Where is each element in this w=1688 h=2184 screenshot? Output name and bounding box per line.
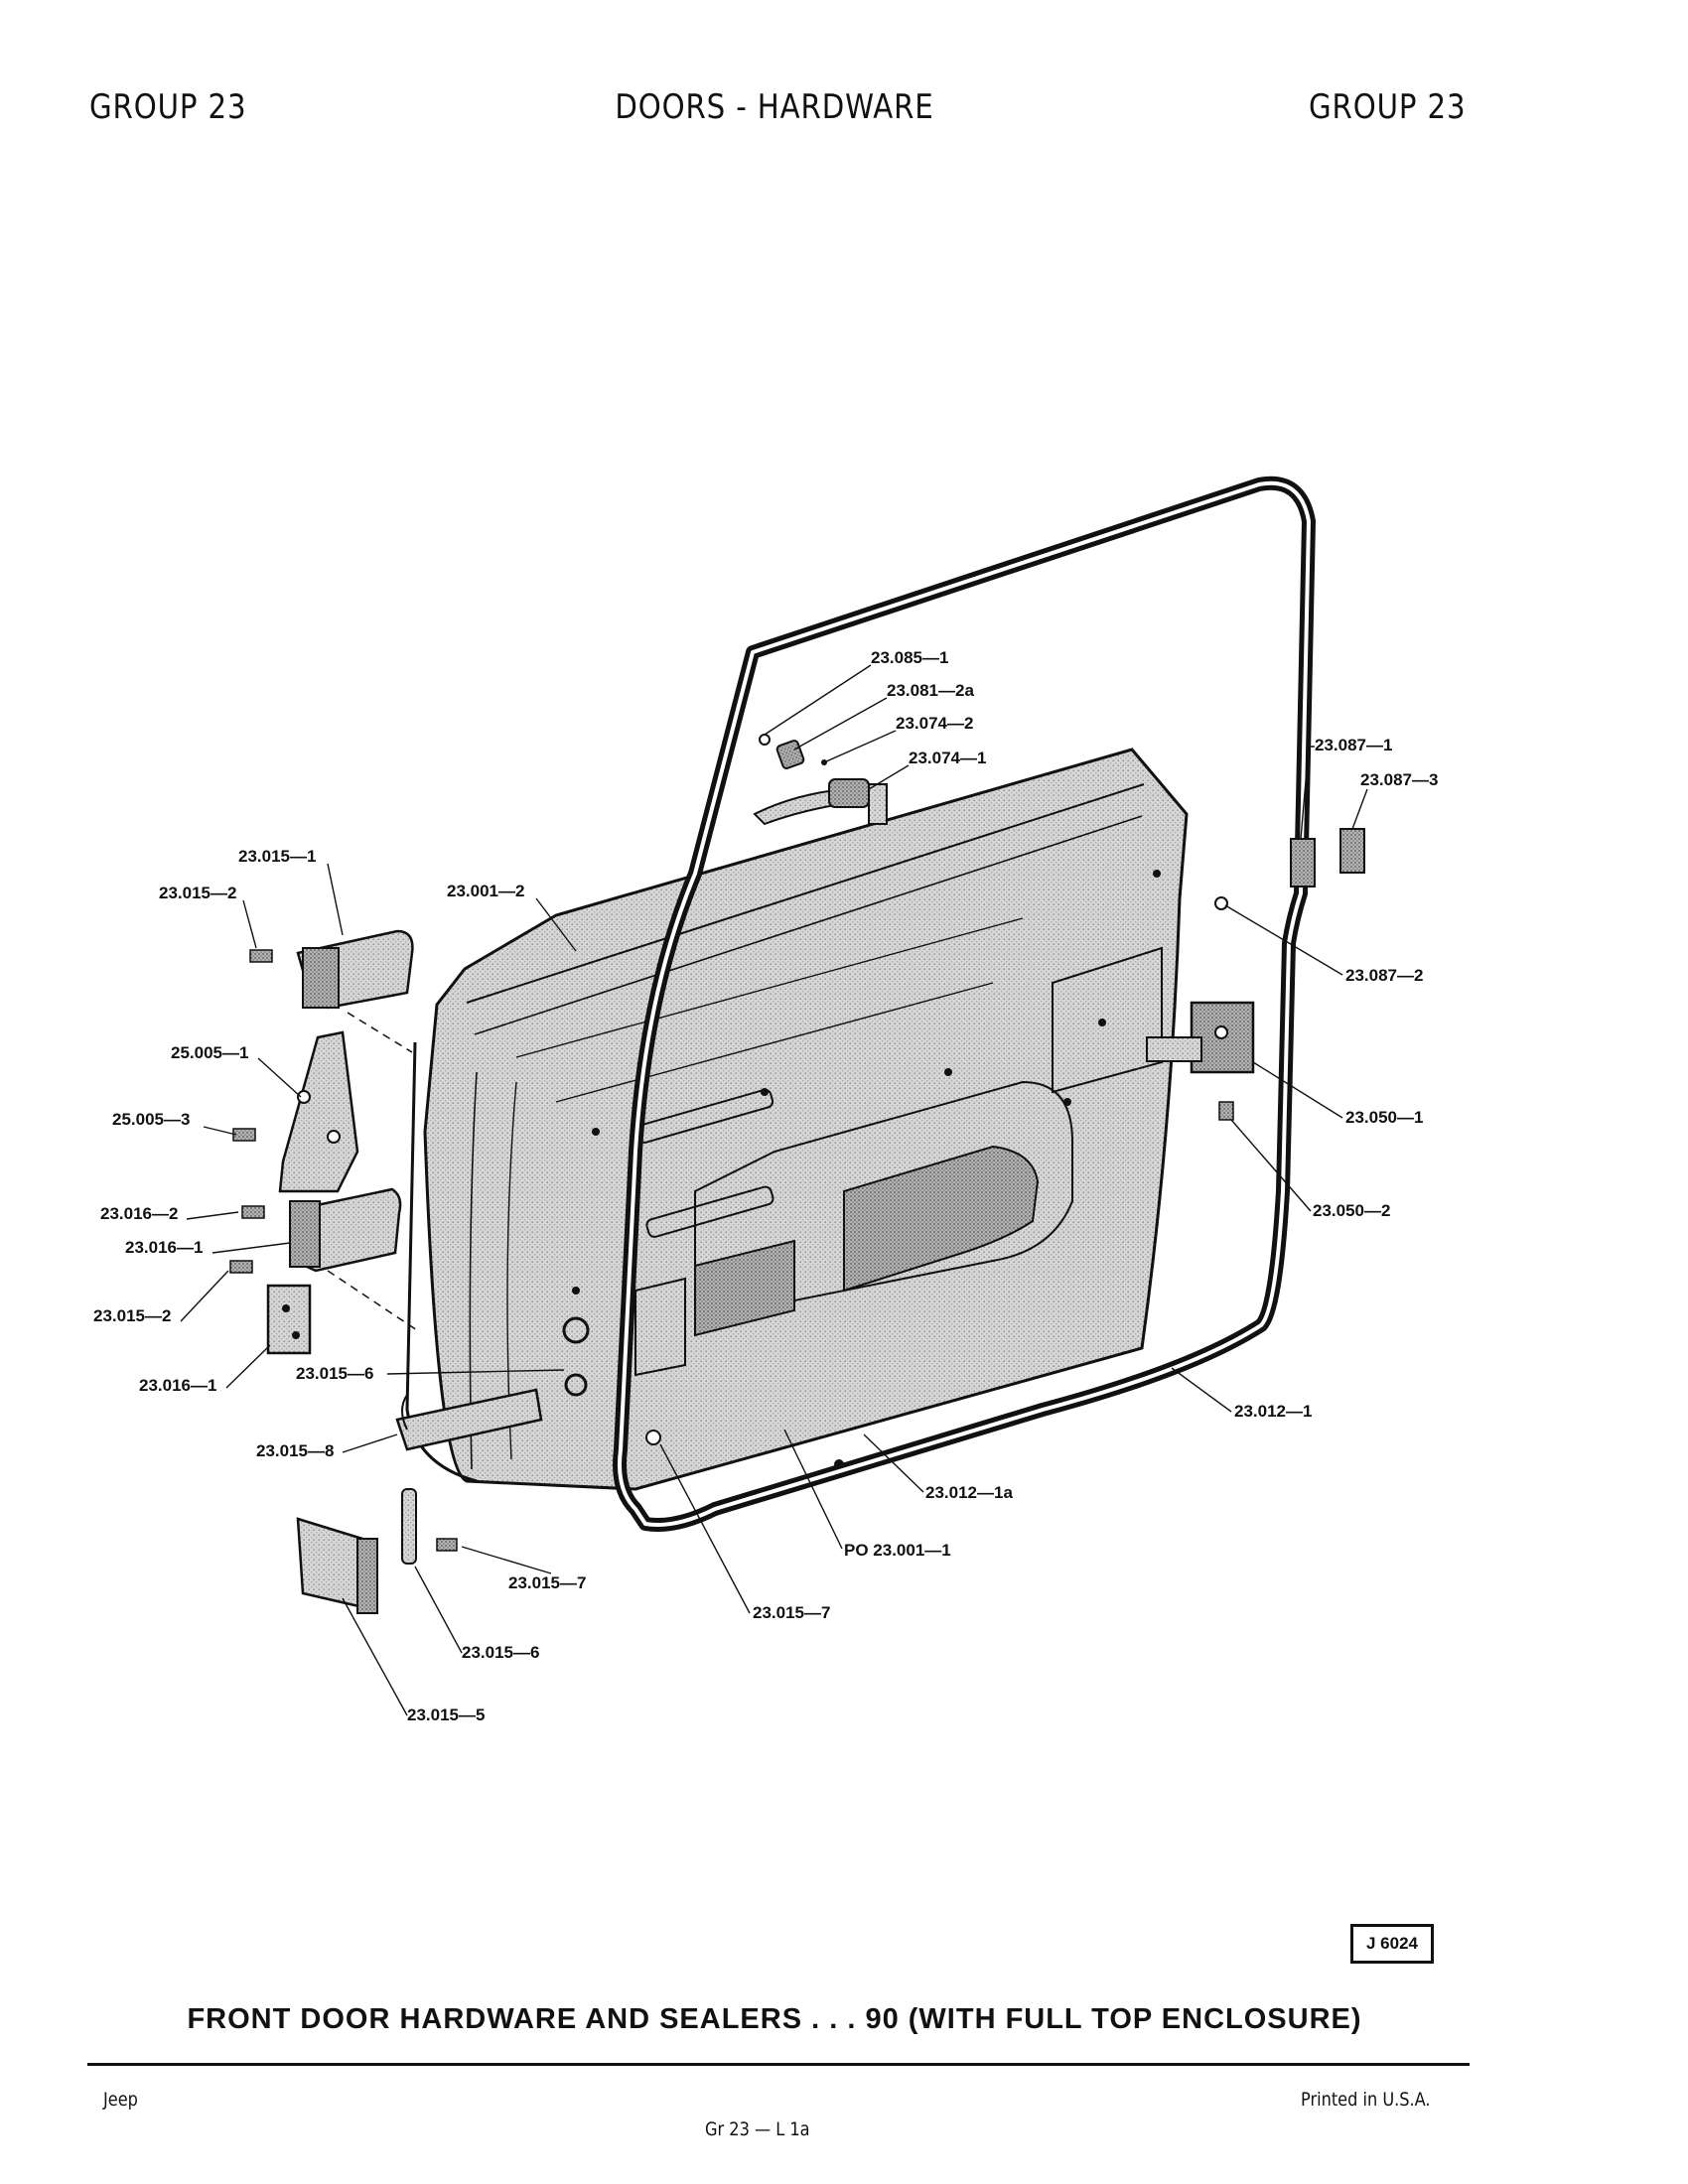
door-check-strap xyxy=(296,1316,661,1614)
callout-labels: 23.085—1 23.081—2a 23.074—2 23.074—1 23.… xyxy=(93,648,1438,1724)
callout-label: 23.016—2 xyxy=(100,1204,178,1223)
callout-label: 23.015—6 xyxy=(462,1643,539,1662)
callout-label: 23.012—1a xyxy=(925,1483,1013,1502)
callout-label: 23.085—1 xyxy=(871,648,948,667)
footer-page-number: Gr 23 — L 1a xyxy=(705,2118,810,2140)
callout-label: 23.001—2 xyxy=(447,882,524,900)
callout-label: 23.016—1 xyxy=(139,1376,216,1395)
callout-label: 23.015—2 xyxy=(159,884,236,902)
callout-label: 23.081—2a xyxy=(887,681,974,700)
figure-caption: FRONT DOOR HARDWARE AND SEALERS . . . 90… xyxy=(187,2003,1362,2035)
callout-label: 23.050—2 xyxy=(1313,1201,1390,1220)
vent-latch-handle xyxy=(753,734,888,826)
callout-label: 23.016—1 xyxy=(125,1238,203,1257)
hinge-assembly xyxy=(229,929,418,1355)
callout-label: 23.087—2 xyxy=(1345,966,1423,985)
header-title: DOORS - HARDWARE xyxy=(615,87,934,127)
footer-brand: Jeep xyxy=(103,2089,138,2111)
callout-label: 23.087—1 xyxy=(1315,736,1392,754)
callout-label: 23.015—2 xyxy=(93,1306,171,1325)
callout-label: PO 23.001—1 xyxy=(844,1541,951,1560)
header-group-left: GROUP 23 xyxy=(89,87,247,127)
callout-label: 23.015—7 xyxy=(508,1573,586,1592)
callout-label: 23.015—8 xyxy=(256,1441,334,1460)
callout-label: 23.015—5 xyxy=(407,1706,485,1724)
callout-label: 23.015—6 xyxy=(296,1364,373,1383)
door-striker-plates xyxy=(1214,828,1365,910)
door-latch xyxy=(1146,1001,1255,1121)
footer-rule xyxy=(87,2063,1470,2066)
header-group-right: GROUP 23 xyxy=(1309,87,1467,127)
callout-label: 25.005—3 xyxy=(112,1110,190,1129)
door-panel xyxy=(405,748,1189,1491)
callout-label: 23.050—1 xyxy=(1345,1108,1423,1127)
callout-label: 23.087—3 xyxy=(1360,770,1438,789)
callout-label: 25.005—1 xyxy=(171,1043,248,1062)
callout-label: 23.074—2 xyxy=(896,714,973,733)
callout-label: 23.015—7 xyxy=(753,1603,830,1622)
callout-label: 23.074—1 xyxy=(909,749,986,767)
drawing-number-plate: J 6024 xyxy=(1350,1924,1434,1964)
callout-label: 23.012—1 xyxy=(1234,1402,1312,1421)
footer-printed: Printed in U.S.A. xyxy=(1301,2089,1431,2111)
callout-label: 23.015—1 xyxy=(238,847,316,866)
